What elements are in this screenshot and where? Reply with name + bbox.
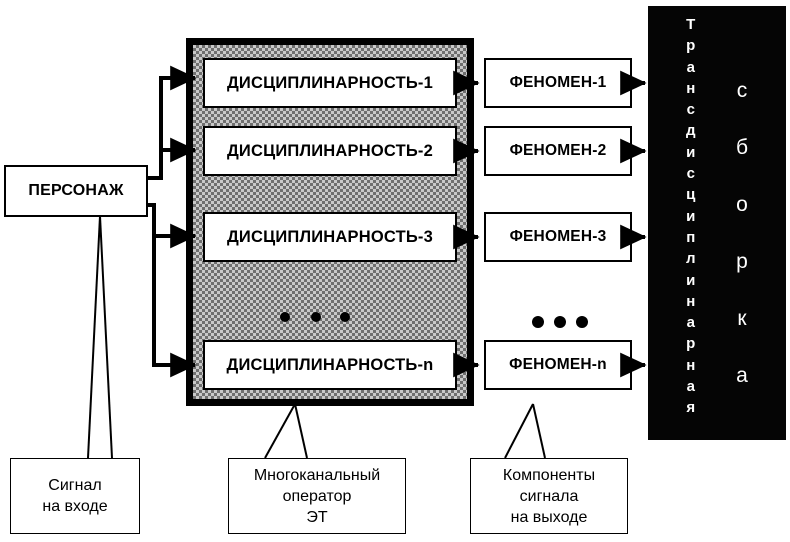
phenomenon-label-n: ФЕНОМЕН-n — [509, 356, 607, 373]
caption-output-components: Компоненты сигнала на выходе — [470, 458, 628, 534]
persona-box: ПЕРСОНАЖ — [4, 165, 148, 217]
vchar: и — [686, 143, 696, 161]
discipline-label-n: ДИСЦИПЛИНАРНОСТЬ-n — [226, 355, 434, 374]
caption-operator-line3: ЭТ — [306, 508, 328, 526]
vchar: а — [686, 58, 695, 76]
vchar: п — [686, 228, 696, 246]
vchar: р — [686, 37, 696, 55]
vchar: а — [686, 378, 695, 396]
caption-output-line1: Компоненты — [502, 466, 596, 484]
caption-output-line3: на выходе — [510, 508, 588, 526]
phenomenon-box-n: ФЕНОМЕН-n — [484, 340, 632, 390]
vertical-text-transdisciplinary: Т р а н с д и с ц и п л и н а р н а я — [686, 14, 696, 419]
discipline-label-3: ДИСЦИПЛИНАРНОСТЬ-3 — [226, 227, 434, 246]
discipline-box-1: ДИСЦИПЛИНАРНОСТЬ-1 — [203, 58, 457, 108]
phenomenon-box-3: ФЕНОМЕН-3 — [484, 212, 632, 262]
discipline-label-1: ДИСЦИПЛИНАРНОСТЬ-1 — [226, 73, 434, 92]
vchar: а — [736, 364, 748, 387]
vchar: а — [686, 314, 695, 332]
leader-input-signal — [87, 215, 113, 459]
caption-input-line1: Сигнал — [48, 477, 102, 494]
caption-input-signal: Сигнал на входе — [10, 458, 140, 534]
caption-operator-line2: оператор — [282, 487, 352, 505]
vchar: с — [736, 79, 748, 102]
leader-output — [504, 403, 546, 459]
caption-multichannel-operator: Многоканальный оператор ЭТ — [228, 458, 406, 534]
vchar: ц — [686, 186, 696, 204]
vchar: р — [686, 335, 696, 353]
vchar: Т — [686, 16, 696, 33]
connector-phenomenon-to-panel — [620, 70, 647, 378]
caption-operator-line1: Многоканальный — [253, 466, 381, 484]
transdisciplinary-assembly-panel: Т р а н с д и с ц и п л и н а р н а я с … — [648, 6, 786, 440]
vchar: с — [686, 101, 695, 119]
vchar: б — [736, 136, 749, 159]
vchar: с — [686, 165, 695, 183]
vchar: р — [736, 250, 748, 273]
discipline-box-2: ДИСЦИПЛИНАРНОСТЬ-2 — [203, 126, 457, 176]
discipline-box-n: ДИСЦИПЛИНАРНОСТЬ-n — [203, 340, 457, 390]
ellipsis-phenomena — [532, 316, 588, 328]
vchar: н — [686, 79, 696, 97]
vchar: и — [686, 207, 696, 225]
phenomenon-box-2: ФЕНОМЕН-2 — [484, 126, 632, 176]
vchar: н — [686, 292, 696, 310]
vertical-text-sborka: с б о р к а — [736, 62, 748, 404]
persona-label: ПЕРСОНАЖ — [28, 182, 124, 199]
vchar: и — [686, 271, 696, 289]
vchar: л — [686, 250, 696, 268]
phenomenon-label-2: ФЕНОМЕН-2 — [509, 142, 607, 159]
discipline-label-2: ДИСЦИПЛИНАРНОСТЬ-2 — [226, 141, 434, 160]
leader-operator — [264, 403, 308, 459]
phenomenon-label-1: ФЕНОМЕН-1 — [509, 74, 607, 91]
vchar: я — [686, 399, 696, 417]
caption-input-line2: на входе — [42, 498, 108, 515]
vchar: к — [737, 307, 747, 330]
phenomenon-label-3: ФЕНОМЕН-3 — [509, 228, 607, 245]
discipline-box-3: ДИСЦИПЛИНАРНОСТЬ-3 — [203, 212, 457, 262]
phenomenon-box-1: ФЕНОМЕН-1 — [484, 58, 632, 108]
caption-output-line2: сигнала — [519, 487, 579, 505]
vchar: н — [686, 356, 696, 374]
vchar: д — [686, 122, 696, 140]
vchar: о — [736, 193, 748, 216]
